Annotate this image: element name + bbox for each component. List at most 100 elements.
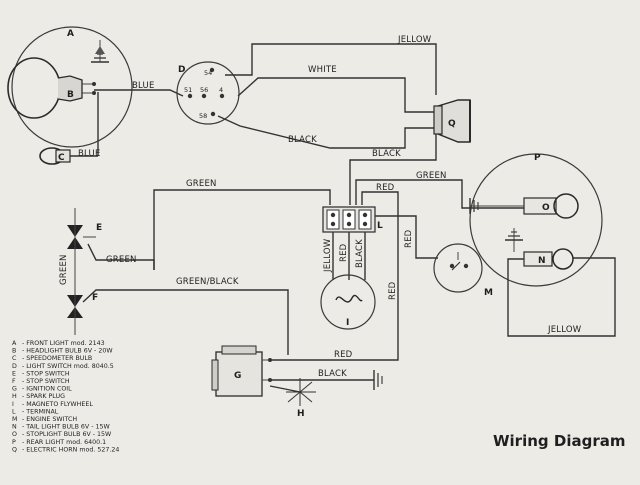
terminal-block-l: L: [322, 206, 383, 233]
wire-yellow-top: [225, 43, 437, 95]
legend-key: O: [12, 431, 17, 438]
wire-label-blue-a-d: BLUE: [132, 81, 155, 91]
ground-symbol-a: [91, 40, 109, 63]
ignition-coil-g: G: [211, 345, 272, 397]
label-n: N: [538, 256, 546, 266]
rear-light-p: O N P: [469, 153, 603, 287]
legend-text: - STOPLIGHT BULB 6V - 15W: [22, 431, 112, 438]
wire-label-green-mid: GREEN: [106, 255, 137, 265]
wire-label-red-top: RED: [376, 183, 395, 193]
front-light-a: A B: [7, 26, 133, 148]
wire-label-red-vertical-2: RED: [404, 229, 414, 248]
wire-label-red-vertical-1: RED: [339, 243, 349, 262]
wire-label-white: WHITE: [308, 65, 337, 75]
legend-text: - SPEEDOMETER BULB: [22, 355, 92, 362]
label-c: C: [58, 153, 65, 163]
legend-text: - ENGINE SWITCH: [22, 416, 77, 423]
label-a: A: [67, 29, 74, 39]
wire-label-black-vertical: BLACK: [355, 239, 365, 268]
label-q: Q: [448, 119, 456, 129]
legend-text: - TERMINAL: [22, 408, 59, 415]
label-h: H: [297, 409, 305, 419]
ground-symbol-p-lower: [505, 228, 523, 252]
legend-text: - HEADLIGHT BULB 6V - 20W: [22, 348, 113, 355]
wire-label-black-q-down: BLACK: [372, 149, 401, 159]
terminal-54: 54: [204, 69, 212, 77]
spark-plug-h: H: [269, 378, 316, 419]
terminal-51: 51: [184, 86, 192, 94]
front-light-housing: [11, 26, 133, 148]
legend-key: D: [12, 363, 17, 370]
legend-key: I: [12, 401, 14, 408]
wire-white: [237, 77, 440, 113]
wire-label-green-vertical: GREEN: [59, 254, 69, 285]
legend-key: G: [12, 386, 17, 393]
wire-black-q-down: [349, 134, 437, 205]
wire-red-vertical-2: [375, 215, 438, 259]
diagram-title: Wiring Diagram: [493, 432, 625, 450]
legend-key: F: [12, 378, 16, 385]
wire-label-green-black: GREEN/BLACK: [176, 277, 239, 287]
label-e: E: [96, 223, 102, 233]
terminal-4: 4: [219, 86, 223, 94]
light-switch-d: 54 51 56 4 58 D: [176, 61, 240, 125]
label-m: M: [484, 288, 493, 298]
stop-switch-f: F: [67, 290, 98, 335]
wire-label-green-right: GREEN: [416, 171, 447, 181]
ground-symbol-bottom: [373, 370, 383, 390]
wire-black-d-q: [217, 115, 440, 149]
legend-text: - LIGHT SWITCH mod. 8040.5: [22, 363, 114, 370]
legend-text: - REAR LIGHT mod. 6400.1: [22, 439, 106, 446]
legend-key: C: [12, 355, 17, 362]
legend-key: E: [12, 370, 16, 377]
engine-switch-m: M: [433, 243, 493, 298]
label-g: G: [234, 371, 241, 381]
wire-label-blue-c: BLUE: [78, 149, 101, 159]
wire-label-green-top: GREEN: [186, 179, 217, 189]
label-f: F: [92, 293, 98, 303]
legend-text: - STOP SWITCH: [22, 370, 70, 377]
wire-green-top: [153, 189, 331, 270]
wire-red-top: [361, 191, 399, 270]
wire-label-yellow-vertical: JELLOW: [323, 238, 333, 273]
wire-blue-a-d: [94, 89, 184, 97]
label-i: I: [346, 318, 349, 328]
label-p: P: [534, 153, 541, 163]
legend-text: - TAIL LIGHT BULB 6V - 15W: [22, 424, 110, 431]
wire-yellow-bottom: [507, 257, 616, 337]
wire-green-right: [355, 179, 524, 209]
legend-text: - FRONT LIGHT mod. 2143: [22, 340, 105, 347]
label-l: L: [377, 221, 383, 231]
wire-label-black-bottom: BLACK: [318, 369, 347, 379]
legend-key: M: [12, 416, 17, 423]
label-o: O: [542, 203, 550, 213]
label-b: B: [67, 90, 74, 100]
legend-key: P: [12, 439, 16, 446]
bulb-socket: [57, 75, 83, 102]
wire-green-mid: [87, 243, 155, 270]
legend-key: A: [12, 340, 17, 347]
legend-key: H: [12, 393, 17, 400]
legend-key: L: [12, 408, 16, 415]
legend-text: - ELECTRIC HORN mod. 527.24: [22, 446, 119, 453]
legend-key: B: [12, 348, 16, 355]
legend-text: - IGNITION COIL: [22, 386, 72, 393]
terminal-56: 56: [200, 86, 208, 94]
headlight-bulb-b: [7, 57, 61, 119]
wire-red-bottom: [270, 340, 399, 361]
legend-key: N: [12, 424, 17, 431]
legend-text: - MAGNETO FLYWHEEL: [22, 401, 93, 408]
terminal-58: 58: [199, 112, 207, 120]
stop-switch-e: E: [67, 208, 102, 290]
legend-text: - STOP SWITCH: [22, 378, 70, 385]
wire-label-black-d-q: BLACK: [288, 135, 317, 145]
magneto-flywheel-i: I: [320, 274, 376, 330]
wire-label-yellow-bottom: JELLOW: [547, 325, 582, 335]
wire-green-black: [82, 289, 289, 355]
wire-label-yellow-top: JELLOW: [397, 35, 432, 45]
legend-text: - SPARK PLUG: [22, 393, 65, 400]
legend-key: Q: [12, 446, 17, 453]
